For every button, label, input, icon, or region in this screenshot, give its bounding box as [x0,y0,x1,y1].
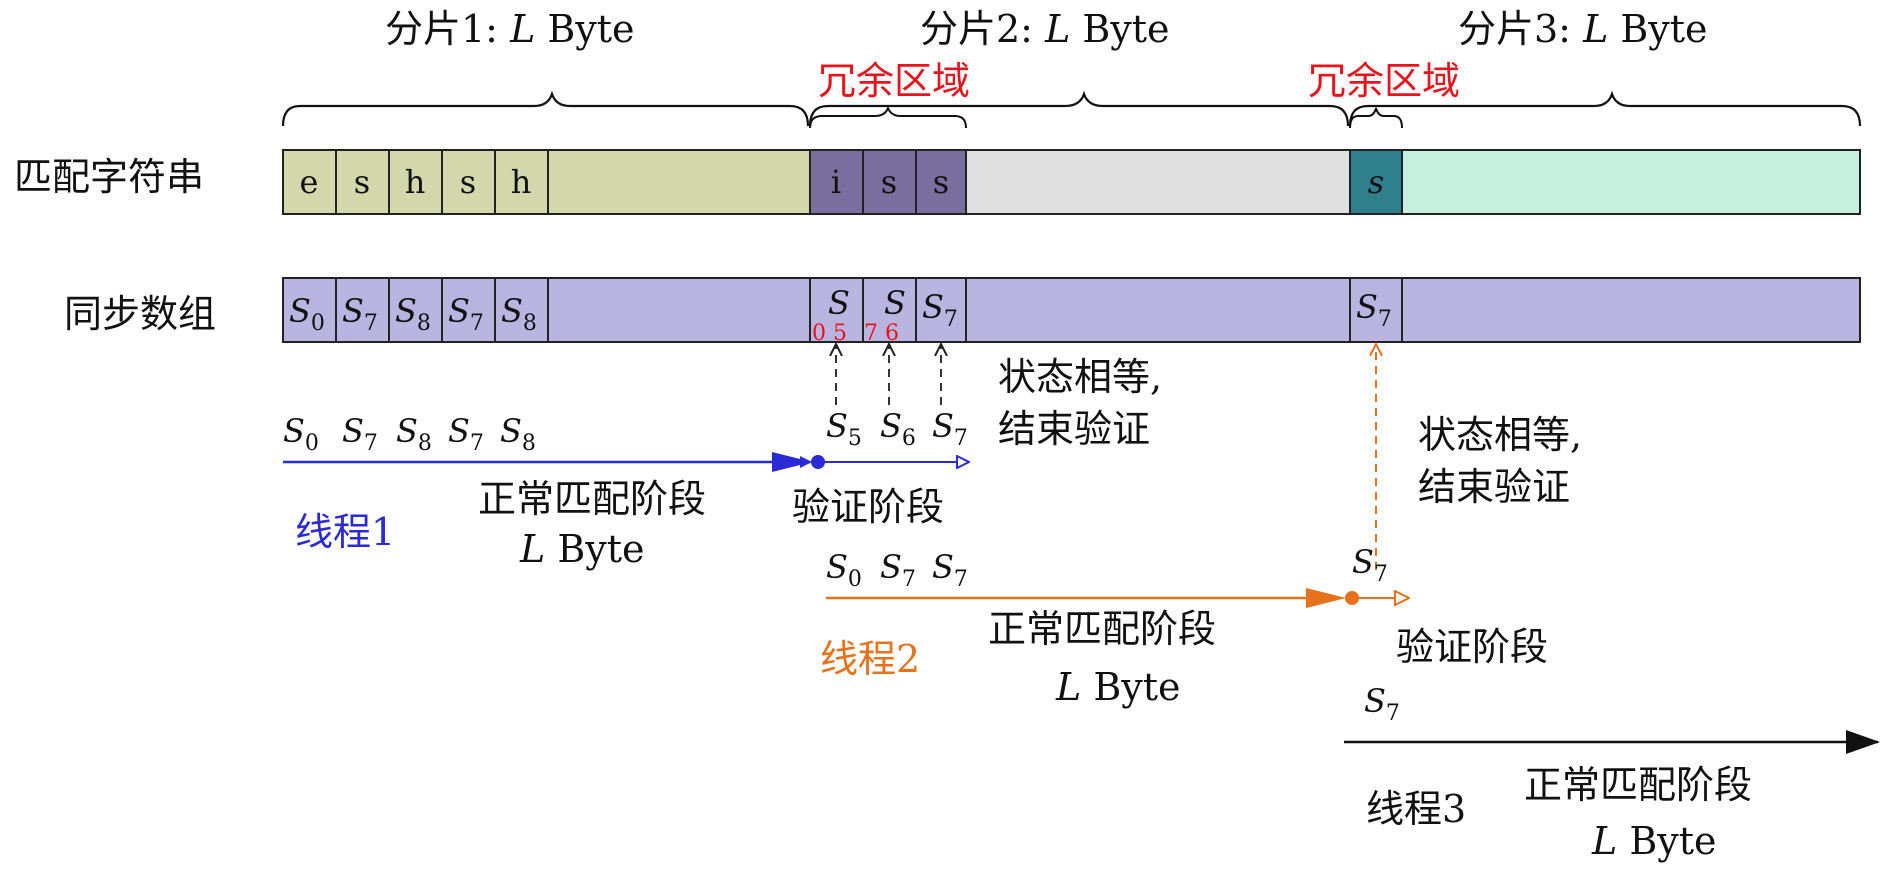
sync-state: S8 [501,292,537,336]
match-char: i [831,163,841,201]
match-cell [1349,149,1403,215]
match-cell [809,149,864,215]
match-char: e [300,163,319,201]
thread-1-length: L Byte [519,527,644,571]
sync-cell [335,277,390,343]
states-equal-label-2: 状态相等, [1418,413,1582,457]
sync-state-overlay: 7 6 [864,321,899,346]
sync-state: S0 [289,292,325,336]
match-cell [335,149,390,215]
thread-1-name: 线程1 [295,510,395,554]
thread-3: S7 线程3 正常匹配阶段 L Byte [1344,682,1880,863]
thread-1-arrowhead [772,452,812,472]
match-char: h [511,163,532,201]
sync-array-row-label: 同步数组 [64,292,216,336]
match-string-bar: e s h s h i s s s [282,149,1861,215]
sync-state: S8 [395,292,431,336]
match-char: s [881,163,897,201]
thread-2-arrowhead [1306,588,1346,608]
sync-state: S [884,284,906,322]
end-verify-label-2: 结束验证 [1418,465,1570,509]
sync-state: S7 [342,292,378,336]
match-char: s [1368,163,1384,201]
thread-3-name: 线程3 [1366,787,1466,831]
thread-verify-state: S7 [1352,543,1388,587]
thread-1-verify-phase: 验证阶段 [792,485,944,529]
segment-2-brace [808,90,1350,127]
match-cell [862,149,917,215]
thread-3-normal-phase: 正常匹配阶段 [1524,763,1752,807]
match-cell [494,149,549,215]
match-char: s [460,163,476,201]
match-string-row-label: 匹配字符串 [14,155,204,199]
segment-3-fill [1349,149,1861,215]
thread-1-normal-phase: 正常匹配阶段 [478,477,706,521]
end-verify-label-1: 结束验证 [998,407,1150,451]
match-char: s [933,163,949,201]
sync-state: S7 [922,288,958,332]
thread-verify-state: S6 [880,407,916,451]
thread-state: S8 [500,412,536,456]
thread-state: S7 [932,548,968,592]
thread-2-length: L Byte [1055,665,1180,709]
match-cell [441,149,496,215]
segment-3-brace [1348,90,1862,127]
match-char: s [354,163,370,201]
redundant-region-label-2: 冗余区域 [1308,59,1460,103]
match-char: h [405,163,426,201]
thread-state: S0 [826,548,862,592]
sync-state: S [828,284,850,322]
redundant-region-label-1: 冗余区域 [818,59,970,103]
sync-cell [441,277,496,343]
thread-state: 0S0 [283,412,319,456]
thread-2-verify-phase: 验证阶段 [1396,625,1548,669]
sync-cell [1349,277,1403,343]
redundant-brace-2 [1349,107,1403,129]
match-cell [915,149,967,215]
thread-state: S7 [448,412,484,456]
thread-verify-state: S5 [826,407,862,451]
sync-cell [494,277,549,343]
match-cell [282,149,337,215]
segment-2-title: 分片2: L Byte [920,7,1170,51]
sync-cell [915,277,967,343]
sync-cell [388,277,443,343]
thread-state: S7 [880,548,916,592]
states-equal-label-1: 状态相等, [998,355,1162,399]
thread-2: S0 S7 S7 S7 线程2 正常匹配阶段 L Byte 验证阶段 [820,543,1548,709]
thread-2-normal-phase: 正常匹配阶段 [988,607,1216,651]
segment-1-brace [281,90,810,127]
thread-3-length: L Byte [1591,819,1716,863]
sync-state: S7 [448,292,484,336]
redundant-brace-1 [809,105,967,129]
thread-1: 0S0 S7 S8 S7 S8 S5 S6 S7 线程1 正常匹配阶段 L By… [283,407,968,571]
thread-state: S7 [342,412,378,456]
segment-1-title: 分片1: L Byte [385,7,635,51]
sync-array-bar: S0 S7 S8 S7 S8 S 0 5 S 7 6 S7 S7 [282,277,1861,346]
thread-state: S8 [396,412,432,456]
sync-state-overlay: 0 5 [812,321,847,346]
thread-state: S7 [1364,682,1400,726]
segment-3-title: 分片3: L Byte [1458,7,1708,51]
thread-verify-state: S7 [932,407,968,451]
sync-state: S7 [1356,288,1392,332]
thread-2-name: 线程2 [820,637,920,681]
